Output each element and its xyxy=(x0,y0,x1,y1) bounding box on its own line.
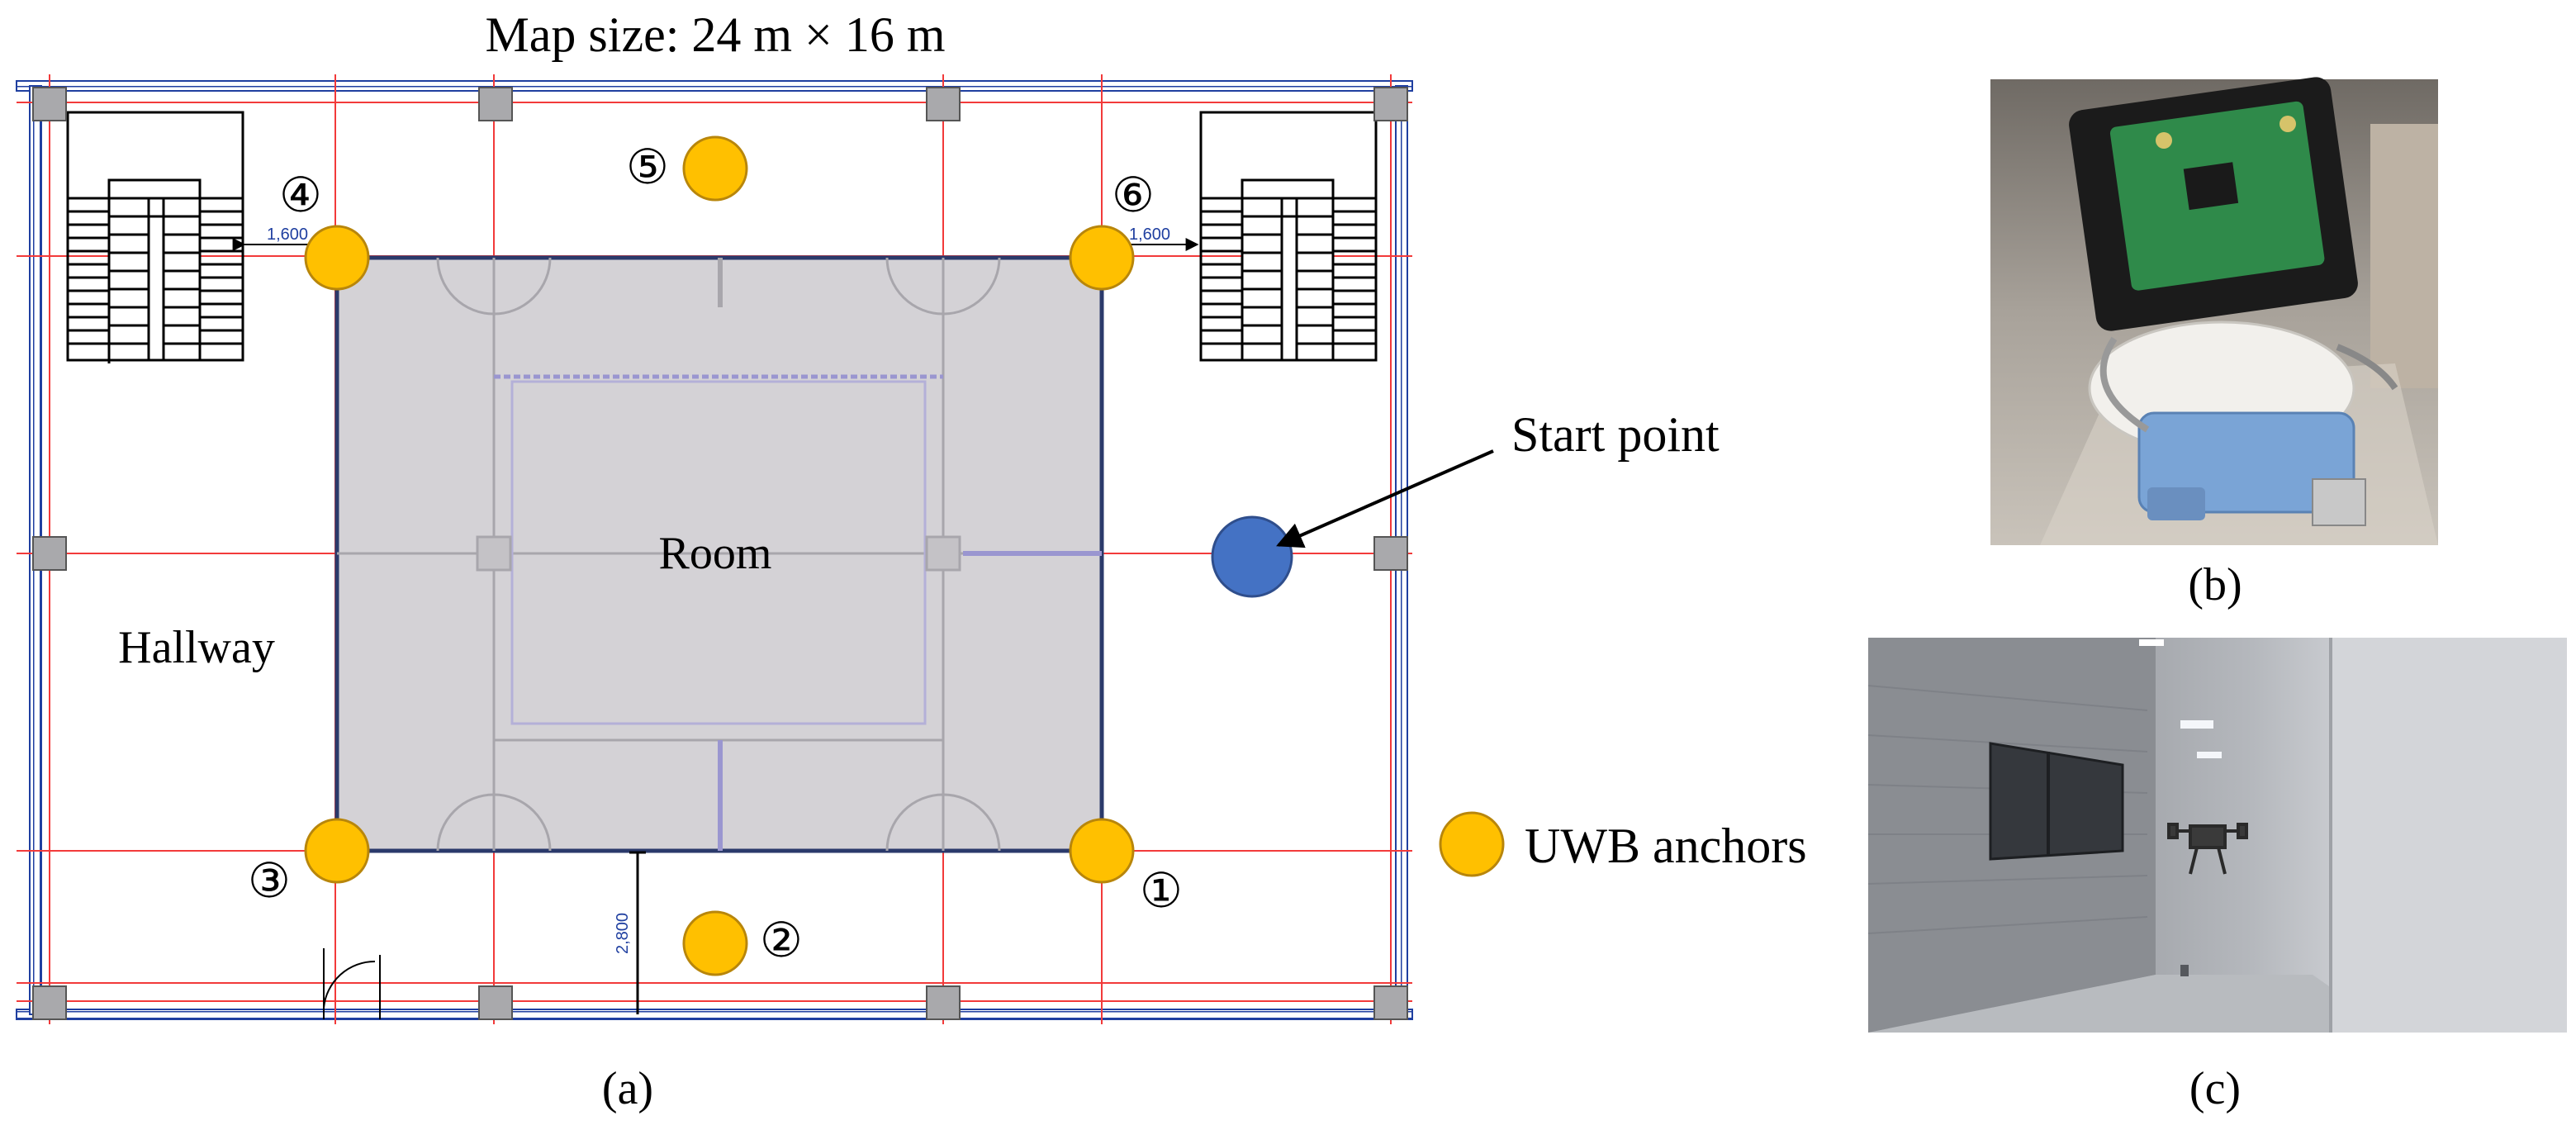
room-interior xyxy=(337,257,1102,852)
anchor-3-marker xyxy=(304,818,370,884)
caption-a: (a) xyxy=(602,1063,653,1114)
start-point-label: Start point xyxy=(1511,407,1720,462)
room-label: Room xyxy=(659,528,772,579)
photo-uwb-device: (b) xyxy=(1990,77,2438,610)
map-size-title: Map size: 24 m × 16 m xyxy=(485,7,945,62)
dimension-bottom: 2,800 xyxy=(614,851,646,1014)
legend-label: UWB anchors xyxy=(1525,819,1807,873)
start-point-arrow xyxy=(1276,449,1494,548)
anchor-labels: ① ② ③ ④ ⑤ ⑥ xyxy=(248,140,1183,967)
outer-wall-bottom xyxy=(16,1009,1413,1020)
drone xyxy=(2167,823,2248,875)
right-stairwell xyxy=(1199,111,1378,362)
anchor-1-marker xyxy=(1069,818,1135,884)
left-stairwell xyxy=(66,111,244,363)
anchor-4-label: ④ xyxy=(279,169,322,222)
dimension-bottom-label: 2,800 xyxy=(614,913,632,954)
caption-c: (c) xyxy=(2189,1063,2241,1114)
legend-anchor-icon xyxy=(1439,811,1505,877)
entrance-door xyxy=(323,948,381,1019)
start-point-marker xyxy=(1211,515,1293,598)
outer-wall-top xyxy=(16,80,1413,92)
anchor-2-label: ② xyxy=(760,914,803,967)
anchor-1-label: ① xyxy=(1140,864,1183,918)
anchor-6-marker xyxy=(1069,225,1135,291)
anchor-6-label: ⑥ xyxy=(1112,169,1155,222)
dimension-left-label: 1,600 xyxy=(267,226,308,244)
columns xyxy=(32,87,1408,1020)
floor-plan: 1,600 1,600 2,800 Room Hallway ① ② ③ ④ xyxy=(16,7,1807,1114)
anchor-4-marker xyxy=(304,225,370,291)
dimension-right-label: 1,600 xyxy=(1129,226,1170,244)
anchor-5-label: ⑤ xyxy=(626,140,669,194)
anchor-3-label: ③ xyxy=(248,854,291,908)
caption-b: (b) xyxy=(2188,559,2242,610)
hallway-label: Hallway xyxy=(118,622,275,673)
photo-corridor-drone: (c) xyxy=(1867,638,2567,1114)
anchor-5-marker xyxy=(682,135,748,202)
anchor-2-marker xyxy=(682,910,748,976)
uwb-anchors xyxy=(304,135,1135,976)
